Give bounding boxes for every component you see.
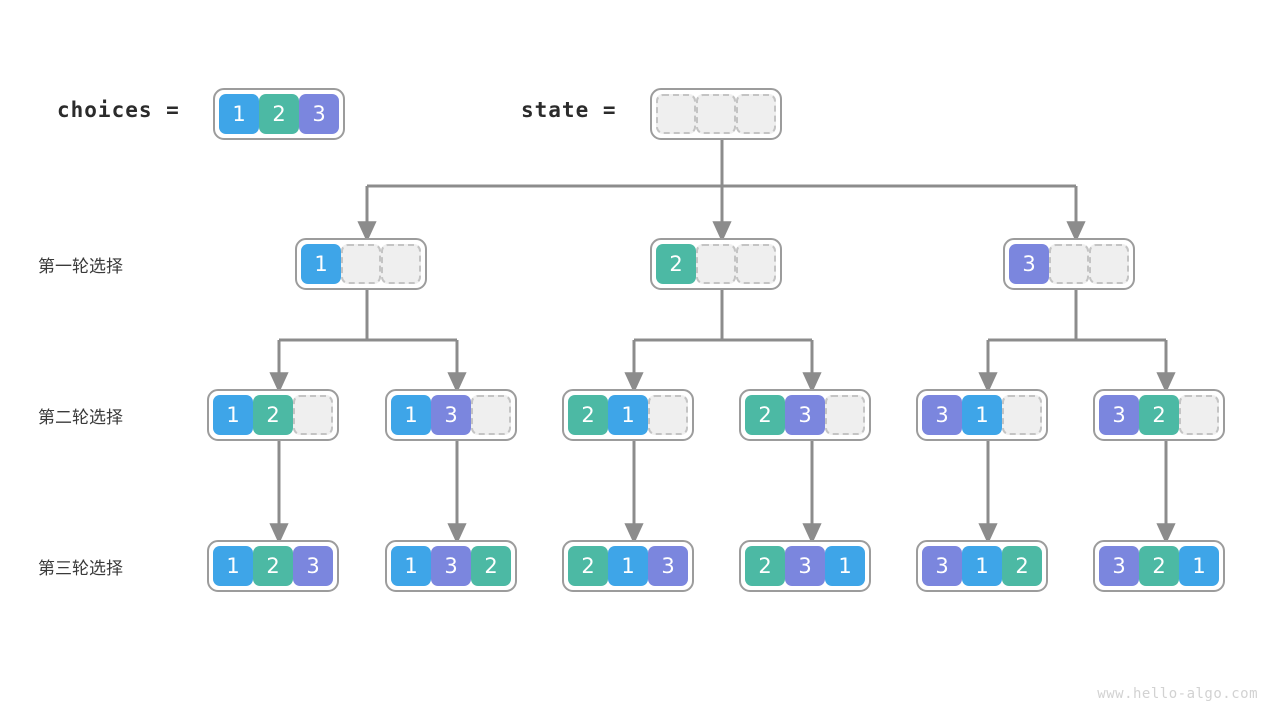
- r2n4-cell-1: 3: [785, 395, 825, 435]
- r2n6-cell-1: 2: [1139, 395, 1179, 435]
- r1n2-cell-2: [736, 244, 776, 284]
- r3n6-cell-0: 3: [1099, 546, 1139, 586]
- r1n2-cell-0: 2: [656, 244, 696, 284]
- r1n3-cell-1: [1049, 244, 1089, 284]
- r3n3-cell-2: 3: [648, 546, 688, 586]
- r2n6-cell-0: 3: [1099, 395, 1139, 435]
- r2n3-cell-2: [648, 395, 688, 435]
- r1n1-cell-1: [341, 244, 381, 284]
- r2n2-cell-0: 1: [391, 395, 431, 435]
- r3n4-cell-2: 1: [825, 546, 865, 586]
- r1n3-cell-2: [1089, 244, 1129, 284]
- r1n1-cell-2: [381, 244, 421, 284]
- r2n4-cell-2: [825, 395, 865, 435]
- r3n5-cell-0: 3: [922, 546, 962, 586]
- r3n5-cell-2: 2: [1002, 546, 1042, 586]
- r3n2-cell-2: 2: [471, 546, 511, 586]
- r2n2-cell-1: 3: [431, 395, 471, 435]
- row-label-round-3: 第三轮选择: [38, 559, 123, 579]
- state-node-round-1-2: 2: [650, 238, 782, 290]
- r3n2-cell-0: 1: [391, 546, 431, 586]
- r3n4-cell-0: 2: [745, 546, 785, 586]
- r2n3-cell-1: 1: [608, 395, 648, 435]
- site-watermark: www.hello-algo.com: [1097, 686, 1258, 702]
- row-label-round-1: 第一轮选择: [38, 257, 123, 277]
- r2n5-cell-1: 1: [962, 395, 1002, 435]
- r2n5-cell-0: 3: [922, 395, 962, 435]
- r1n2-cell-1: [696, 244, 736, 284]
- choices-cell-0: 1: [219, 94, 259, 134]
- r2n2-cell-2: [471, 395, 511, 435]
- r3n2-cell-1: 3: [431, 546, 471, 586]
- r1n1-cell-0: 1: [301, 244, 341, 284]
- choices-cell-1: 2: [259, 94, 299, 134]
- r3n3-cell-1: 1: [608, 546, 648, 586]
- r3n4-cell-1: 3: [785, 546, 825, 586]
- r3n1-cell-1: 2: [253, 546, 293, 586]
- r2n1-cell-2: [293, 395, 333, 435]
- r2n6-cell-2: [1179, 395, 1219, 435]
- r3n6-cell-1: 2: [1139, 546, 1179, 586]
- r2n1-cell-0: 1: [213, 395, 253, 435]
- r3n1-cell-0: 1: [213, 546, 253, 586]
- r2n5-cell-2: [1002, 395, 1042, 435]
- r2n3-cell-0: 2: [568, 395, 608, 435]
- state-label: state =: [521, 98, 617, 122]
- choices-cell-2: 3: [299, 94, 339, 134]
- state-cell-0: [656, 94, 696, 134]
- choices-label: choices =: [57, 98, 180, 122]
- r3n5-cell-1: 1: [962, 546, 1002, 586]
- r3n1-cell-2: 3: [293, 546, 333, 586]
- state-node-round-1-1: 1: [295, 238, 427, 290]
- r2n4-cell-0: 2: [745, 395, 785, 435]
- state-array: [650, 88, 782, 140]
- state-node-round-1-3: 3: [1003, 238, 1135, 290]
- state-cell-1: [696, 94, 736, 134]
- state-cell-2: [736, 94, 776, 134]
- row-label-round-2: 第二轮选择: [38, 408, 123, 428]
- r3n6-cell-2: 1: [1179, 546, 1219, 586]
- r2n1-cell-1: 2: [253, 395, 293, 435]
- r1n3-cell-0: 3: [1009, 244, 1049, 284]
- r3n3-cell-0: 2: [568, 546, 608, 586]
